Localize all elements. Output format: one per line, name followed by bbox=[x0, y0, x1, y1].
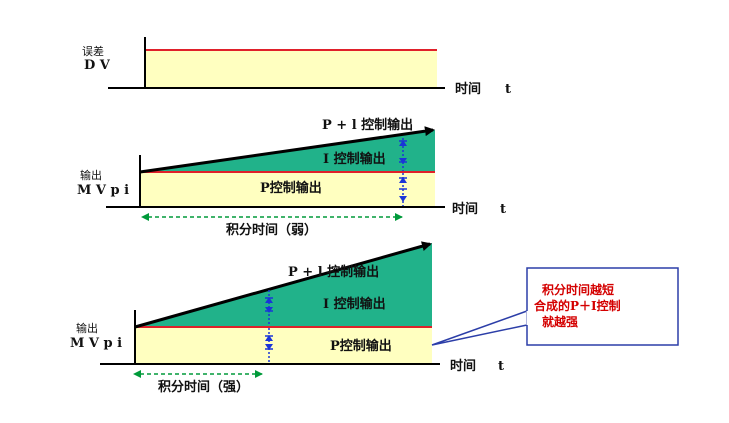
y-label-line2: M V p i bbox=[77, 183, 129, 198]
y-label-line1: 误差 bbox=[82, 44, 104, 58]
x-axis-symbol: t bbox=[500, 202, 506, 217]
callout-pointer bbox=[431, 309, 528, 346]
x-axis-label: 时间 bbox=[452, 201, 478, 217]
panel-error: 误差 D V 时间 t bbox=[82, 37, 511, 97]
callout-line2: 合成的P＋I控制 bbox=[534, 298, 621, 313]
pi-output-arrow bbox=[134, 241, 432, 329]
p-output-label: P控制输出 bbox=[330, 338, 392, 354]
integral-time-span bbox=[133, 370, 263, 378]
p-magnitude-marker bbox=[265, 328, 273, 362]
p-area bbox=[135, 327, 432, 363]
x-axis-symbol: t bbox=[505, 82, 511, 97]
pi-output-arrow bbox=[139, 126, 435, 174]
callout-line1: 积分时间越短 bbox=[542, 282, 614, 297]
y-label-line1: 输出 bbox=[76, 321, 98, 335]
integral-time-label: 积分时间（弱） bbox=[226, 222, 317, 238]
i-magnitude-marker bbox=[399, 138, 407, 171]
x-axis-label: 时间 bbox=[450, 358, 476, 374]
integral-time-label: 积分时间（强） bbox=[158, 379, 249, 395]
y-label-line1: 输出 bbox=[80, 168, 102, 182]
integral-time-span bbox=[141, 213, 403, 221]
i-output-label: I 控制输出 bbox=[323, 296, 386, 312]
x-axis-label: 时间 bbox=[455, 81, 481, 97]
p-area bbox=[140, 172, 435, 206]
panel-weak-integral: P + l 控制输出 I 控制输出 P控制输出 输出 M V p i 时间 t … bbox=[77, 117, 506, 238]
callout-box: 积分时间越短 合成的P＋I控制 就越强 bbox=[431, 267, 679, 346]
error-area bbox=[145, 50, 437, 87]
p-magnitude-marker bbox=[399, 173, 407, 206]
pi-output-label: P + l 控制输出 bbox=[322, 117, 413, 133]
i-magnitude-marker bbox=[265, 290, 273, 326]
panel-strong-integral: P + l 控制输出 I 控制输出 P控制输出 输出 M V p i 时间 t … bbox=[70, 241, 504, 395]
callout-line3: 就越强 bbox=[542, 314, 578, 329]
y-label-line2: M V p i bbox=[70, 336, 122, 351]
x-axis-symbol: t bbox=[498, 359, 504, 374]
y-label-line2: D V bbox=[84, 58, 111, 73]
i-output-label: I 控制输出 bbox=[323, 151, 386, 167]
callout-frame bbox=[526, 267, 679, 346]
pi-output-label: P + l 控制输出 bbox=[288, 264, 379, 280]
p-output-label: P控制输出 bbox=[260, 180, 322, 196]
